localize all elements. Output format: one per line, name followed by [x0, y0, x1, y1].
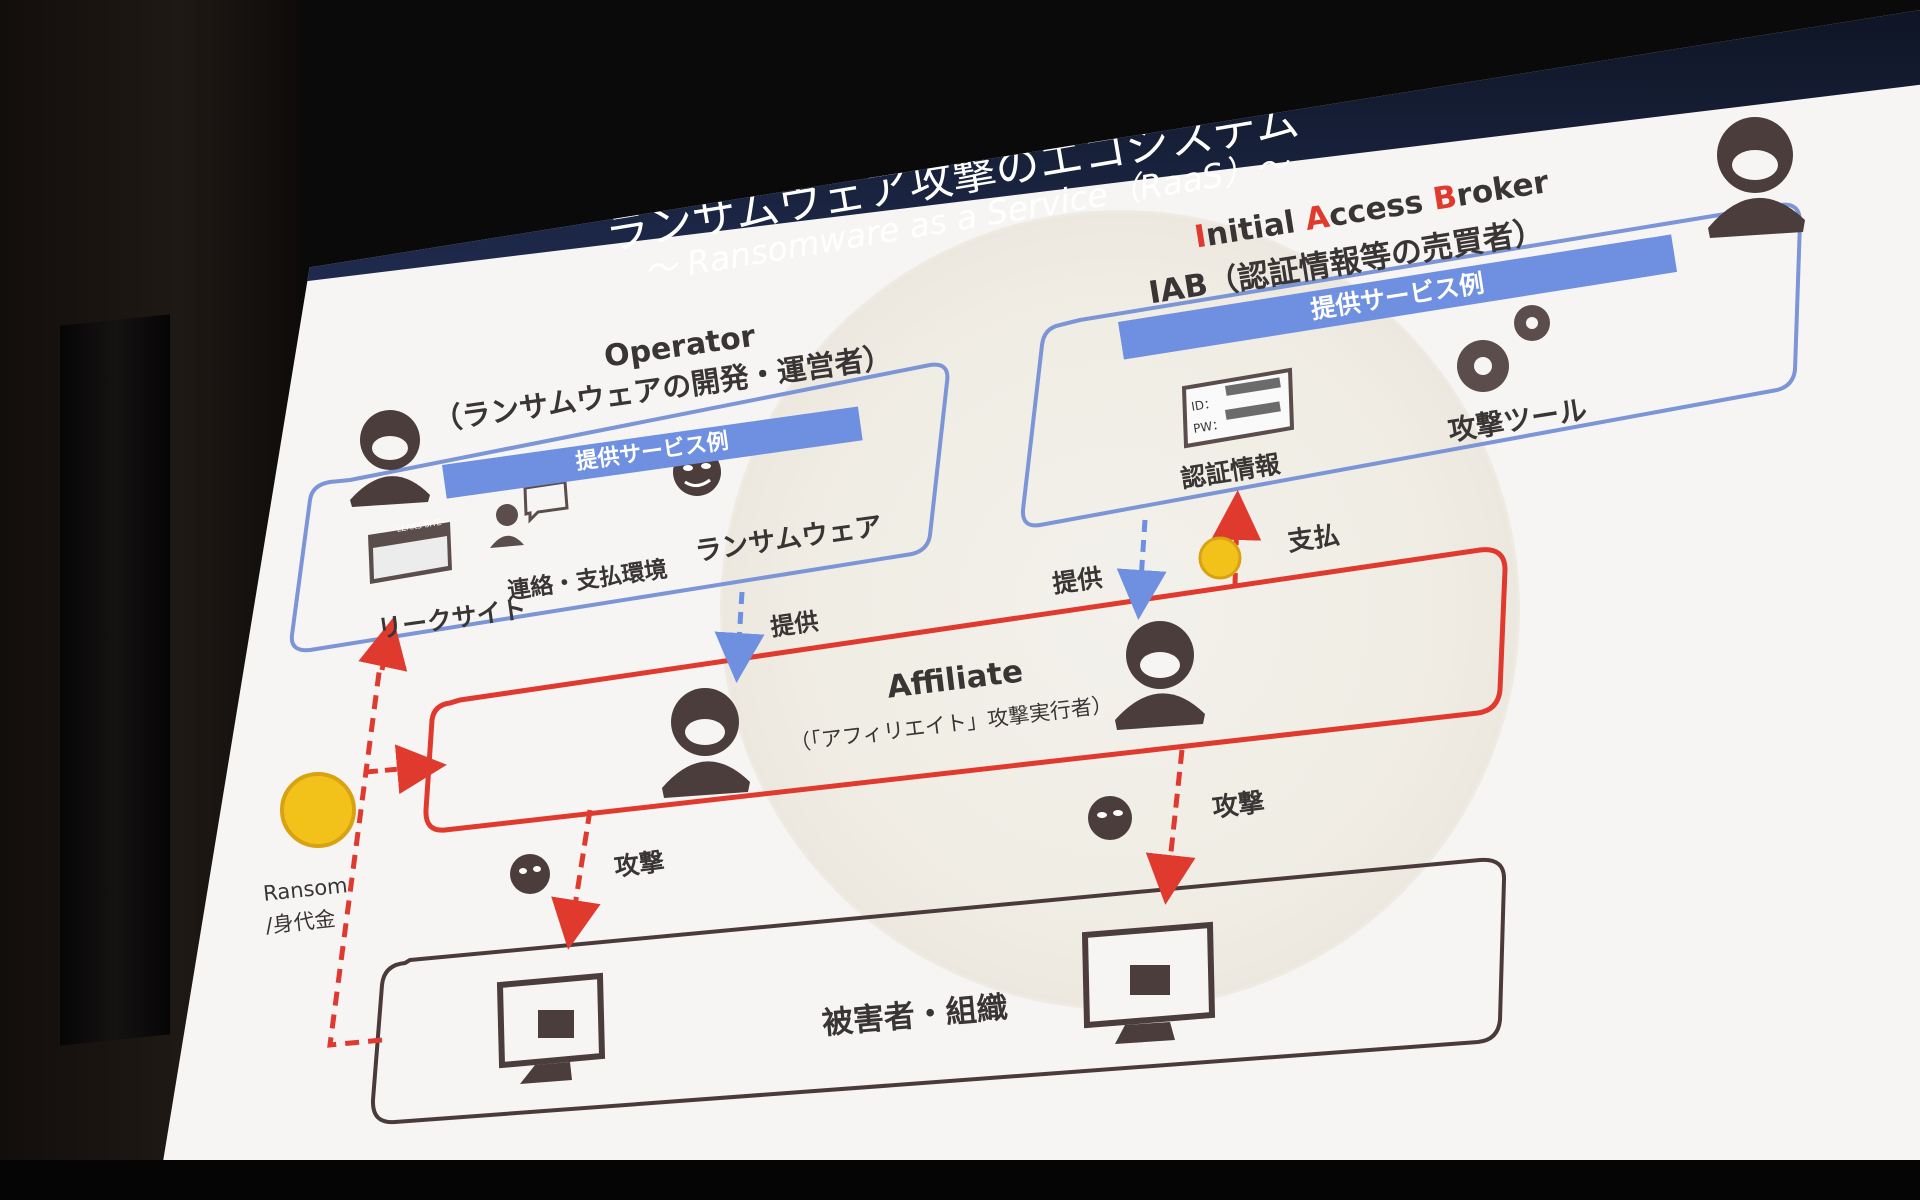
operator-box: [289, 362, 950, 653]
locked-monitor-icon-left: [496, 972, 606, 1084]
ransom-to-operator-arrow: [358, 617, 408, 672]
leak-site-icon: [368, 522, 452, 584]
diagram-canvas: [280, 117, 1805, 1125]
hacker-icon-affiliate-left: [662, 688, 750, 798]
attack-arrow-left: [551, 809, 601, 950]
stage-floor: [0, 1160, 1920, 1200]
attack-label-left: 攻撃: [612, 846, 666, 882]
operator-provide-label: 提供: [768, 607, 821, 642]
bitcoin-icon-ransom: [280, 772, 356, 848]
payment-label: 支払: [1285, 520, 1342, 558]
speaker-stand: [60, 314, 170, 1046]
bitcoin-icon-payment: [1198, 536, 1242, 580]
operator-provide-arrow: [714, 591, 765, 683]
credential-card-icon: [1181, 367, 1295, 449]
iab-box: [1020, 202, 1803, 528]
contact-person-icon: [490, 480, 569, 548]
attack-arrow-right: [1145, 749, 1196, 905]
iab-provide-arrow: [1116, 519, 1167, 620]
hacker-icon-operator: [350, 410, 430, 507]
affiliate-box: [423, 547, 1508, 833]
iab-provide-label: 提供: [1050, 562, 1105, 599]
hacker-icon-iab: [1708, 117, 1805, 238]
payment-arrow: [1211, 490, 1262, 586]
hacker-icon-affiliate-right: [1115, 621, 1205, 730]
victim-box: [370, 857, 1507, 1125]
locked-monitor-icon-right: [1081, 921, 1216, 1044]
ransom-to-affiliate-arrow: [365, 744, 447, 795]
virus-icon-attack-right: [1088, 796, 1132, 840]
virus-icon-attack-left: [510, 854, 550, 894]
projection-screen: ランサムウェア攻撃のエコシステム ～ Ransomware as a Servi…: [160, 10, 1920, 1180]
gear-icon: [1457, 305, 1550, 392]
attack-label-right: 攻撃: [1210, 787, 1267, 824]
ransom-flow-line: [327, 649, 385, 1048]
